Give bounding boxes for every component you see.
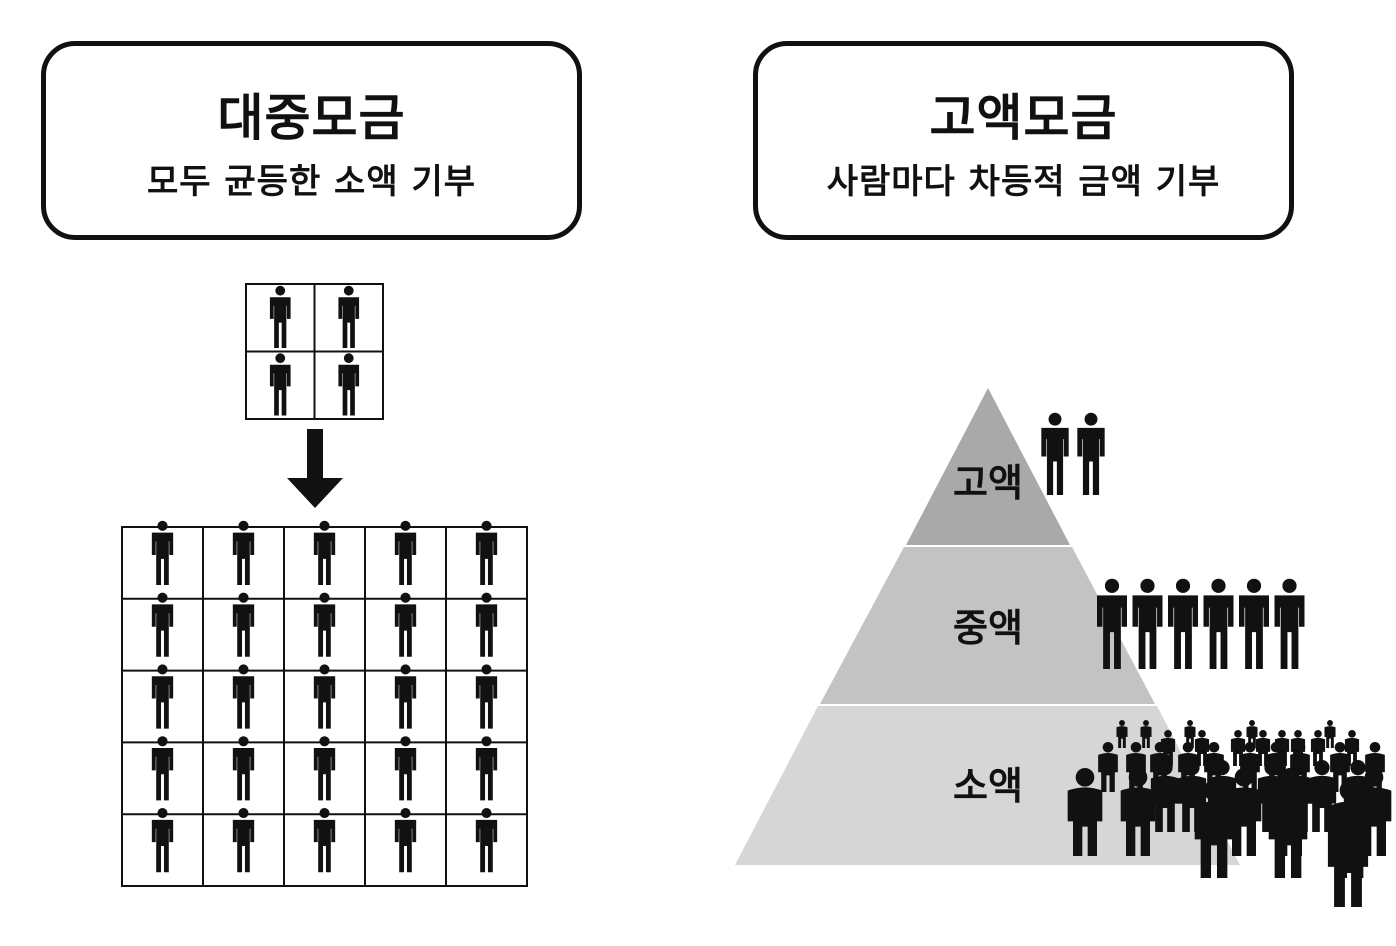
small-people-grid: [245, 283, 384, 420]
major-gift-box: 고액모금 사람마다 차등적 금액 기부: [753, 41, 1294, 240]
crowdfunding-box: 대중모금 모두 균등한 소액 기부: [41, 41, 582, 240]
tier-label-high: 고액: [953, 461, 1023, 505]
person-icon: [1203, 578, 1234, 669]
tier-label-mid: 중액: [953, 606, 1023, 650]
person-icon: [1274, 578, 1305, 669]
person-icon: [1077, 412, 1105, 495]
person-icon: [1168, 578, 1198, 669]
tier-label-low: 소액: [953, 764, 1023, 808]
major-gift-title: 고액모금: [929, 89, 1118, 147]
person-icon: [1041, 412, 1069, 495]
pyramid-tier-mid: [820, 547, 1155, 704]
crowdfunding-subtitle: 모두 균등한 소액 기부: [146, 162, 477, 202]
large-people-grid: [121, 520, 528, 887]
crowdfunding-title: 대중모금: [217, 89, 406, 147]
pyramid-tier-high: [906, 388, 1070, 545]
pyramid-tier-low: [735, 706, 1240, 865]
major-gift-subtitle: 사람마다 차등적 금액 기부: [826, 162, 1221, 202]
person-icon: [1132, 578, 1163, 669]
person-icon: [1239, 578, 1269, 669]
down-arrow-icon: [287, 429, 343, 508]
donation-pyramid: 고액 중액 소액: [735, 388, 1240, 865]
crowd-person-icon: [1324, 720, 1336, 748]
